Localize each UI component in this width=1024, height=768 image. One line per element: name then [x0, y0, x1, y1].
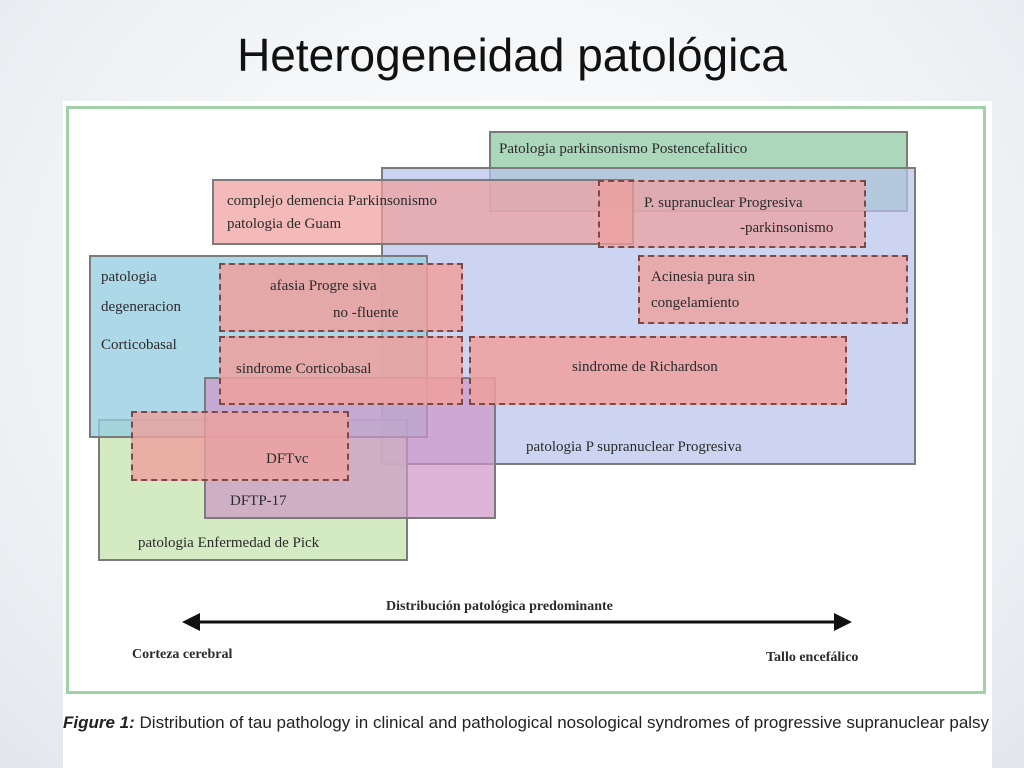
label-acinesia-line2: congelamiento: [651, 295, 740, 311]
caption-label: Figure 1:: [63, 713, 135, 732]
arrow-head-left: [182, 613, 200, 631]
box-afasia: [219, 263, 463, 332]
axis-title: Distribución patológica predominante: [386, 599, 613, 614]
box-acinesia: [638, 255, 908, 324]
box-psp-parkinsonismo: [598, 180, 866, 248]
box-richardson: [469, 336, 847, 405]
caption-text: Distribution of tau pathology in clinica…: [134, 713, 990, 732]
axis-left-label: Corteza cerebral: [132, 647, 233, 662]
label-afasia-line2: no -fluente: [333, 305, 399, 321]
label-postencefalitico: Patologia parkinsonismo Postencefalitico: [499, 141, 748, 157]
label-richardson: sindrome de Richardson: [572, 359, 718, 375]
label-dftvc: DFTvc: [266, 451, 309, 467]
label-dftp17: DFTP-17: [230, 493, 287, 509]
arrow-head-right: [834, 613, 852, 631]
box-corticobasal-syndrome: [219, 336, 463, 405]
axis-right-label: Tallo encefálico: [766, 650, 859, 665]
label-cbd-line1: patologia: [101, 269, 157, 285]
label-cbd-line3: Corticobasal: [101, 337, 177, 353]
slide-title: Heterogeneidad patológica: [237, 29, 787, 81]
figure-caption: Figure 1: Distribution of tau pathology …: [63, 712, 992, 735]
box-guam-complex: [212, 179, 634, 245]
label-psp-parkinsonismo-line1: P. supranuclear Progresiva: [644, 195, 803, 211]
label-psp-parkinsonismo-line2: -parkinsonismo: [740, 220, 834, 236]
label-acinesia-line1: Acinesia pura sin: [651, 269, 756, 285]
label-pick: patologia Enfermedad de Pick: [138, 535, 320, 551]
label-psp-pathology: patologia P supranuclear Progresiva: [526, 439, 742, 455]
label-cbd-line2: degeneracion: [101, 299, 181, 315]
label-afasia-line1: afasia Progre siva: [270, 278, 377, 294]
label-guam-line1: complejo demencia Parkinsonismo: [227, 193, 437, 209]
label-guam-line2: patologia de Guam: [227, 216, 342, 232]
box-dftvc: [131, 411, 349, 481]
label-corticobasal-syndrome: sindrome Corticobasal: [236, 361, 372, 377]
